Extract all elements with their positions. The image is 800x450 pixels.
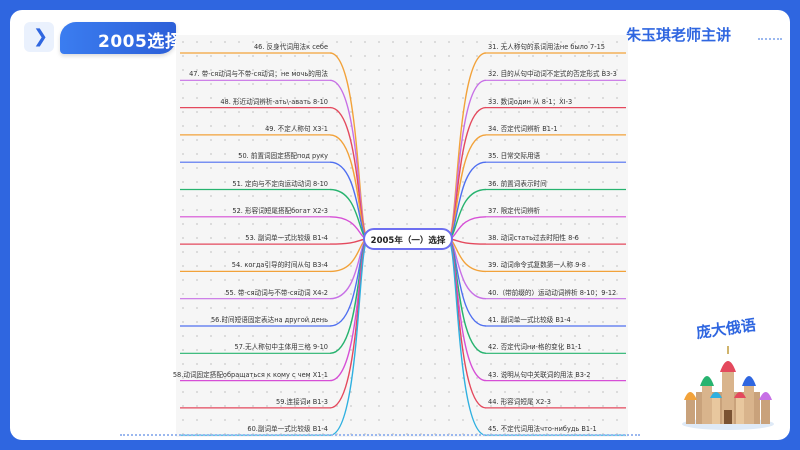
left-branch-label: 55. 带-ся动词与不带-ся动词 X4-2 (225, 288, 328, 297)
footer-divider (120, 434, 640, 436)
right-branch-line (447, 238, 487, 436)
right-branch-label: 31. 无人称句的系词用法не было 7-15 (488, 43, 605, 51)
left-branch-label: 50. 前置词固定搭配под руку (238, 152, 328, 161)
center-node-label: 2005年（一）选择 (370, 236, 446, 246)
right-branch-label: 35. 日常交际用语 (488, 152, 541, 161)
left-branch-label: 46. 反身代词用法к себе (253, 43, 328, 51)
left-branch-label: 48. 形近动词辨析-ать\-авать 8-10 (220, 97, 328, 106)
right-branch-label: 45. 不定代词用法что-нибудь B1-1 (488, 425, 597, 434)
right-branch-label: 32. 目的从句中动词不定式的否定形式 B3-3 (488, 70, 617, 79)
page-title: 2005选择 (98, 32, 183, 52)
right-branch-label: 34. 否定代词辨析 B1-1 (488, 124, 558, 133)
left-branch-label: 49. 不定人称句 X3-1 (265, 124, 328, 133)
mindmap-center-node: 2005年（一）选择 (363, 228, 453, 250)
left-branch-label: 51. 定向与不定向运动动词 8-10 (232, 179, 328, 188)
right-branch-label: 36. 前置词表示时间 (488, 179, 547, 188)
teacher-label: 朱玉琪老师主讲 (626, 26, 732, 44)
left-branch-label: 52. 形容词短尾搭配богат X2-3 (232, 206, 328, 215)
left-branch-line (329, 238, 369, 436)
castle-icon (682, 346, 774, 430)
title-tab (60, 22, 176, 54)
right-branch-label: 43. 说明从句中关联词的用法 B3-2 (488, 370, 591, 379)
right-branch-label: 39. 动词命令式复数第一人称 9-8 (488, 261, 586, 270)
right-branch-line (447, 134, 487, 240)
left-branch-label: 54. когда引导的时间从句 B3-4 (231, 261, 328, 270)
left-branch-label: 47. 带-ся动词与不带-ся动词；не мочь的用法 (189, 70, 328, 79)
left-branch-line (329, 134, 369, 240)
arrow-right-icon: ❯ (33, 26, 49, 47)
left-branch-label: 58.动词固定搭配обращаться к кому с чем X1-1 (172, 370, 328, 379)
left-branch-line (329, 106, 369, 240)
right-branch-label: 44. 形容词短尾 X2-3 (488, 397, 551, 406)
left-branch-label: 56.时间短语固定表达на другой день (210, 316, 328, 324)
right-branch-label: 33. 数词один 从 8-1；XI-3 (488, 97, 573, 106)
nav-badge[interactable]: ❯ (24, 22, 54, 52)
right-branch-line (447, 106, 487, 240)
right-branch-label: 40.（带前缀的）运动动词辨析 8-10；9-12 (488, 288, 617, 297)
right-branch-label: 42. 否定代词ни-格的变化 B1-1 (488, 343, 582, 352)
left-branch-label: 53. 副词单一式比较级 B1-4 (245, 234, 328, 243)
header-divider-right (758, 38, 782, 40)
right-branch-label: 38. 动词стать过去时阳性 8-6 (488, 234, 579, 243)
left-branch-label: 57.无人称句中主体用三格 9-10 (234, 343, 328, 352)
left-branch-label: 60.副词单一式比较级 B1-4 (247, 425, 328, 434)
right-branch-label: 41. 副词单一式比较级 B1-4 (488, 316, 571, 324)
right-branch-label: 37. 限定代词辨析 (488, 206, 541, 215)
left-branch-label: 59.连接词и B1-3 (276, 397, 328, 406)
